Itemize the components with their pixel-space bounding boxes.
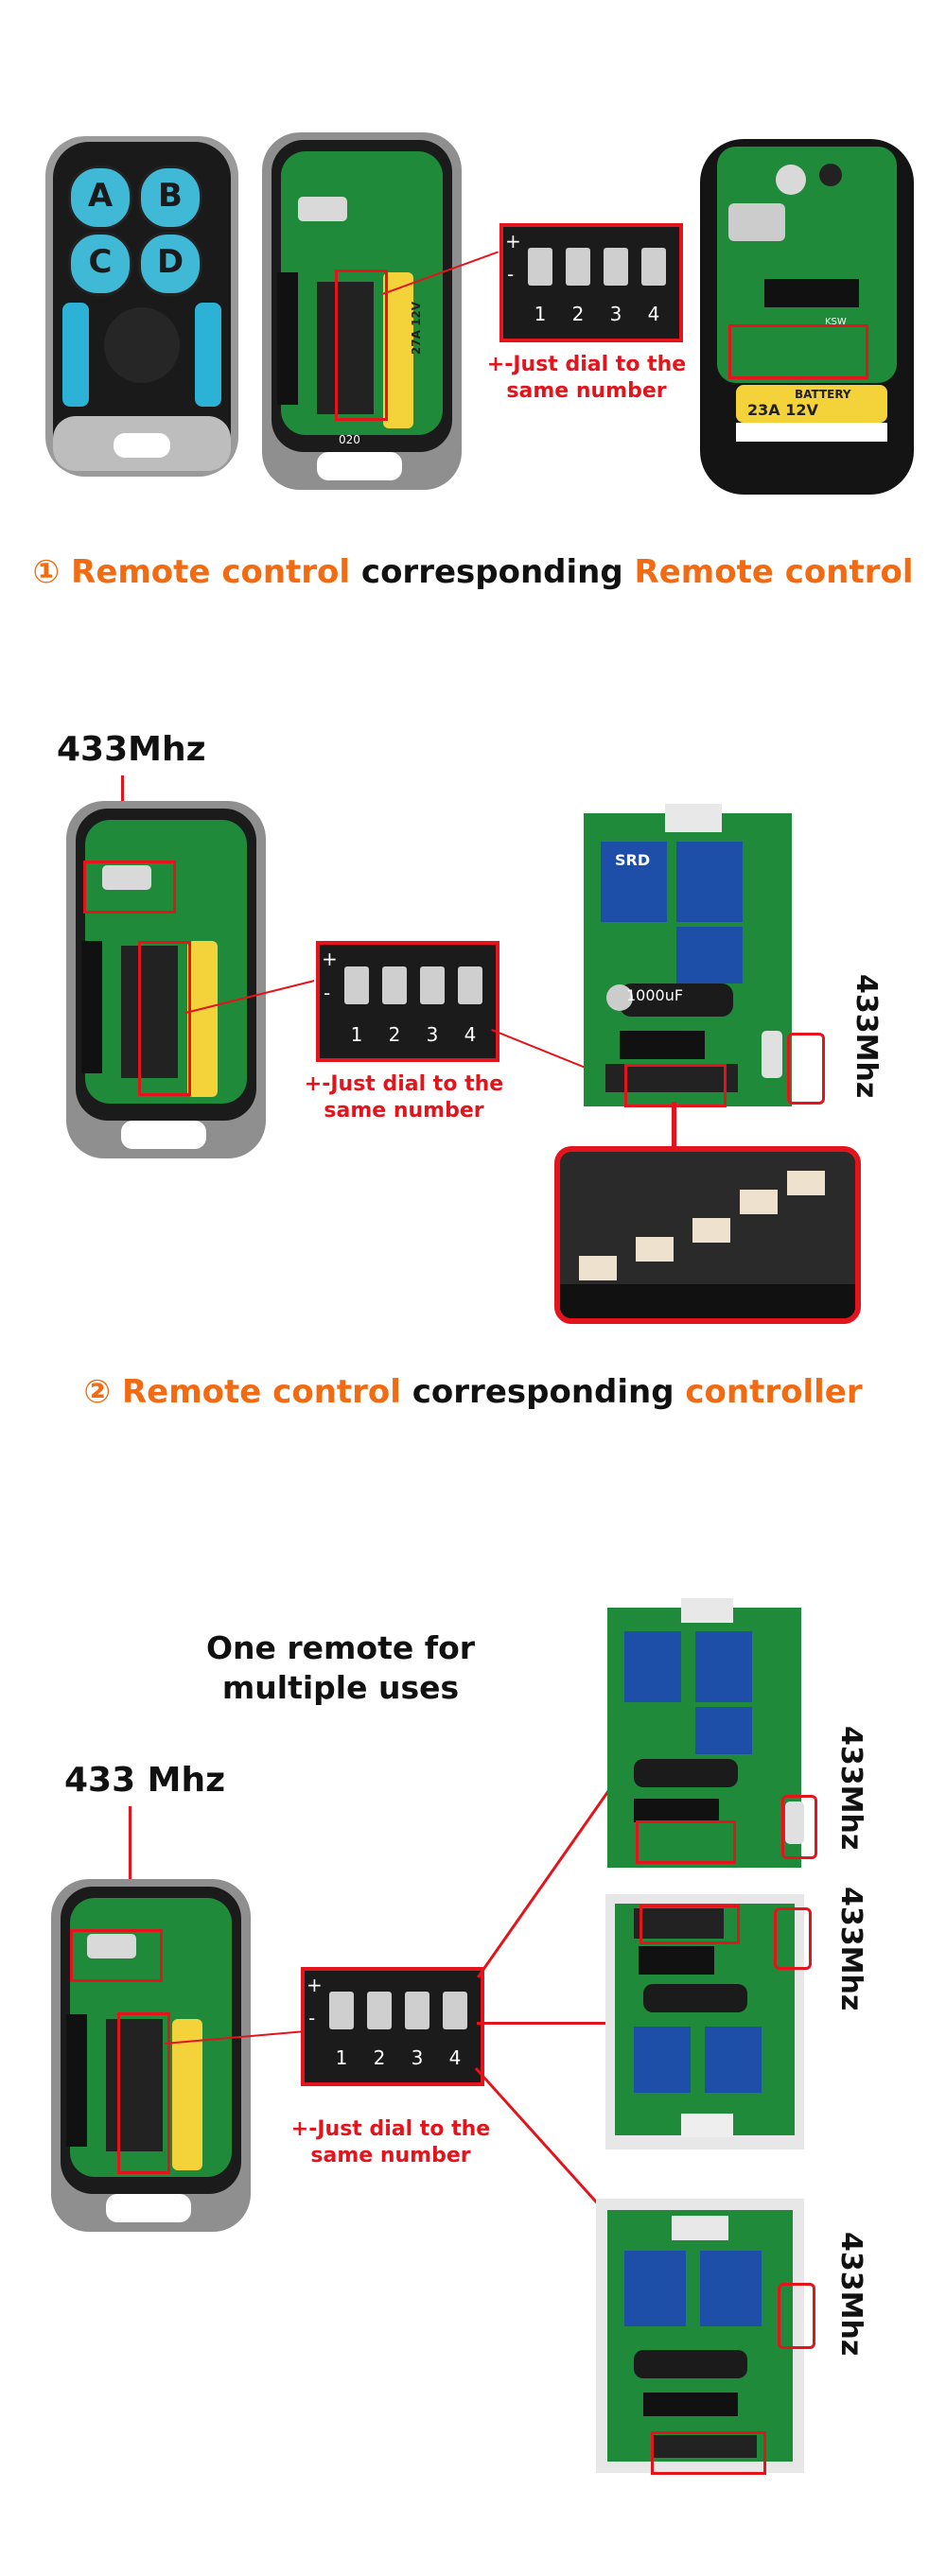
pcb-code-text: 020: [339, 433, 360, 446]
dip-number-2-1: 1: [350, 1023, 363, 1046]
dip-switch-2-1: [344, 966, 369, 1004]
dip-switch-3-1: [329, 1992, 354, 2029]
dip-minus-sign: -: [507, 263, 515, 286]
remote-pcb-open: [260, 131, 464, 495]
dip-switch-2: [566, 248, 590, 286]
dial-caption-section3: +-Just dial to the same number: [290, 2117, 491, 2167]
dip-number-2: 2: [571, 303, 585, 325]
remote-button-c-label: C: [88, 243, 113, 281]
controller-relay-brand: SRD: [615, 851, 651, 869]
pcb-dip-highlight-section2: [138, 941, 191, 1096]
heading-part3: Remote control: [634, 553, 914, 591]
dip-number-3-4: 4: [448, 2046, 462, 2069]
remote-button-b: [138, 165, 202, 230]
receiver-board-1: [605, 1598, 814, 1872]
heading2-part3: controller: [685, 1373, 863, 1411]
dip-minus-sign-2: -: [324, 982, 331, 1004]
dip-number-2-4: 4: [464, 1023, 477, 1046]
controller-crystal-highlight: [787, 1033, 825, 1105]
section1-heading: ① Remote control corresponding Remote co…: [0, 553, 946, 591]
dip-number-2-2: 2: [388, 1023, 401, 1046]
dip-plus-sign-3: +: [307, 1974, 323, 1996]
dip-switch-3-2: [367, 1992, 392, 2029]
dial-caption: +-Just dial to the same number: [486, 353, 687, 403]
freq-label-section2: 433Mhz: [57, 730, 206, 769]
receiver-3-crystal-highlight: [778, 2283, 815, 2349]
heading-marker: ①: [32, 553, 61, 591]
zoom-stem: [672, 1102, 676, 1149]
receiver-3-dip-highlight: [651, 2431, 766, 2475]
battery-top-label: BATTERY: [795, 388, 851, 401]
dip-switch-2-4: [458, 966, 482, 1004]
dial-caption-section2: +-Just dial to the same number: [304, 1072, 504, 1123]
dip-minus-sign-3: -: [308, 2007, 316, 2029]
dip-switch-2-3: [420, 966, 445, 1004]
heading-part1: Remote control: [71, 553, 351, 591]
remote-pcb-section3: [49, 1877, 253, 2237]
section3-title: One remote for multiple uses: [205, 1629, 476, 1706]
fanout-line-middle: [477, 2022, 619, 2025]
freq-label-section3: 433 Mhz: [64, 1761, 226, 1800]
receiver-1-dip-highlight: [636, 1820, 736, 1864]
dip-plus-sign-2: +: [322, 948, 338, 970]
dip-switch-3-3: [405, 1992, 429, 2029]
receiver-2-freq: 433Mhz: [834, 1887, 867, 2011]
receiver-3-freq: 433Mhz: [834, 2232, 867, 2357]
dip-number-3: 3: [609, 303, 622, 325]
dip-switch-3: [604, 248, 628, 286]
receiver-1-crystal-highlight: [781, 1795, 817, 1859]
pcb-crystal-highlight-3: [70, 1929, 163, 1982]
remote-button-c: [68, 232, 132, 296]
dip-switch-4: [641, 248, 666, 286]
pcb-dip-highlight-3: [117, 2012, 170, 2174]
dip-number-1: 1: [534, 303, 547, 325]
remote-button-d-label: D: [156, 243, 184, 281]
remote-button-b-label: B: [158, 177, 183, 215]
remote-button-a-label: A: [87, 177, 114, 215]
section2-heading: ② Remote control corresponding controlle…: [0, 1373, 946, 1411]
controller-board: [582, 804, 809, 1116]
pcb-dip-highlight: [335, 270, 388, 421]
dip-switch-zoom: [499, 223, 683, 342]
receiver-2-dip-highlight: [639, 1905, 740, 1944]
remote-button-a: [68, 165, 132, 230]
pcb-crystal-highlight: [83, 861, 176, 914]
remote-pcb-section2: [64, 799, 268, 1163]
freq-label-vertical: 433Mhz: [850, 974, 883, 1099]
heading2-marker: ②: [83, 1373, 112, 1411]
receiver-1-freq: 433Mhz: [834, 1726, 867, 1851]
dip-number-3-2: 2: [373, 2046, 386, 2069]
pcb-battery-text: 27A 12V: [410, 301, 424, 356]
heading2-part2: corresponding: [412, 1373, 674, 1411]
dip-switch-2-2: [382, 966, 407, 1004]
heading-part2: corresponding: [360, 553, 623, 591]
dip-closeup: [554, 1146, 861, 1324]
controller-capacitor-text: 1000uF: [626, 986, 684, 1004]
dip-number-4: 4: [647, 303, 660, 325]
dip-number-2-3: 3: [426, 1023, 439, 1046]
dip-number-3-3: 3: [411, 2046, 424, 2069]
receiver-2-crystal-highlight: [774, 1907, 812, 1970]
battery-label: 23A 12V: [747, 401, 818, 419]
remote-back-ksw: KSW: [825, 317, 847, 327]
receiver-board-3: [596, 2199, 804, 2473]
heading2-part1: Remote control: [122, 1373, 401, 1411]
remote-back-open: [698, 137, 916, 496]
remote-button-d: [138, 232, 202, 296]
receiver-board-2: [605, 1894, 804, 2150]
dip-switch-3-4: [443, 1992, 467, 2029]
freq-pointer-line-3: [129, 1806, 131, 1906]
dip-number-3-1: 1: [335, 2046, 348, 2069]
dip-plus-sign: +: [505, 230, 521, 252]
dip-switch-1: [528, 248, 552, 286]
remote-back-dip-highlight: [728, 324, 868, 379]
